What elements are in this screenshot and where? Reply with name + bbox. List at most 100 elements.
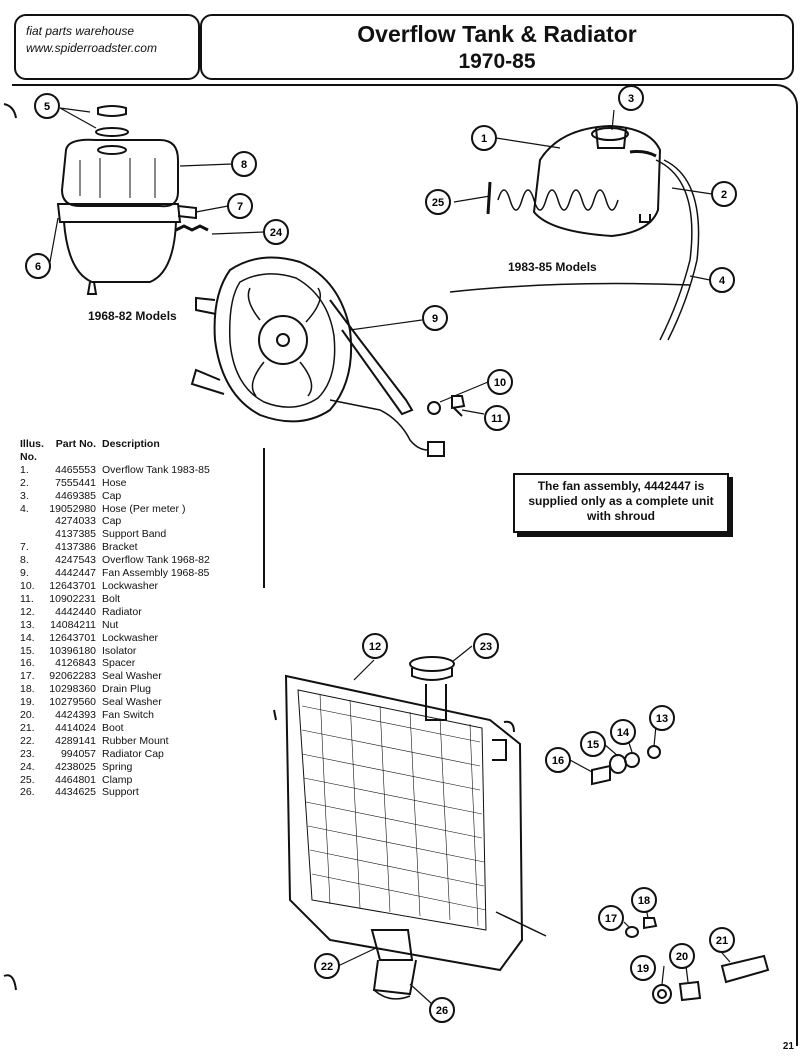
cell-description: Overflow Tank 1968-82: [102, 554, 210, 567]
callout-17: 17: [598, 905, 624, 931]
callout-1: 1: [471, 125, 497, 151]
cell-description: Drain Plug: [102, 683, 152, 696]
cell-part-no: 10298360: [49, 683, 96, 696]
cell-illus-no: [20, 515, 44, 528]
svg-text:3: 3: [628, 93, 634, 105]
callout-22: 22: [314, 953, 340, 979]
cell-illus-no: 12.: [20, 605, 35, 618]
source-name: fiat parts warehouse: [26, 24, 135, 38]
callout-18: 18: [631, 887, 657, 913]
cell-description: Rubber Mount: [102, 734, 169, 747]
cell-part-no: 10279560: [49, 696, 96, 709]
cell-illus-no: [20, 528, 44, 541]
cell-illus-no: 20.: [20, 709, 35, 722]
callout-10: 10: [487, 369, 513, 395]
leader-lines: [49, 107, 731, 1005]
parts-table-header: Illus. No. Part No. Description: [20, 438, 262, 464]
cell-part-no: 10396180: [49, 644, 96, 657]
svg-text:6: 6: [35, 261, 41, 273]
header-description: Description: [102, 438, 160, 450]
cell-description: Overflow Tank 1983-85: [102, 463, 210, 476]
cell-part-no: 4465553: [55, 463, 96, 476]
cell-description: Bracket: [102, 541, 138, 554]
cell-illus-no: 22.: [20, 734, 35, 747]
callout-11: 11: [484, 405, 510, 431]
callout-25: 25: [425, 189, 451, 215]
callout-6: 6: [25, 253, 51, 279]
cell-illus-no: 14.: [20, 631, 35, 644]
cell-description: Nut: [102, 618, 119, 631]
callout-23: 23: [473, 633, 499, 659]
fasteners-10-11: [427, 395, 466, 417]
callout-24: 24: [263, 219, 289, 245]
svg-text:25: 25: [432, 197, 444, 209]
source-box: fiat parts warehouse www.spiderroadster.…: [14, 14, 200, 80]
cell-illus-no: 1.: [20, 463, 29, 476]
small-parts: [591, 745, 770, 1004]
title-box: Overflow Tank & Radiator 1970-85: [200, 14, 794, 80]
note-line-1: The fan assembly, 4442447 is: [537, 479, 705, 493]
callout-26: 26: [429, 997, 455, 1023]
cell-illus-no: 8.: [20, 554, 29, 567]
cell-part-no: 10902231: [49, 592, 96, 605]
svg-text:18: 18: [638, 895, 650, 907]
cell-part-no: 4424393: [55, 709, 96, 722]
callout-12: 12: [362, 633, 388, 659]
svg-text:16: 16: [552, 755, 564, 767]
radiator: [273, 674, 547, 972]
cell-part-no: 4414024: [55, 721, 96, 734]
callouts: 1 2 3 4 5 6 7 8 9 10 11 12 13 14 15 16 1…: [25, 85, 737, 1023]
svg-text:1: 1: [481, 133, 487, 145]
cell-description: Seal Washer: [102, 670, 162, 683]
svg-text:24: 24: [270, 227, 283, 239]
svg-text:7: 7: [237, 201, 243, 213]
cell-description: Boot: [102, 721, 124, 734]
cell-part-no: 4442440: [55, 605, 96, 618]
cell-description: Cap: [102, 489, 122, 502]
cell-description: Fan Switch: [102, 709, 154, 722]
cell-illus-no: 13.: [20, 618, 35, 631]
svg-text:22: 22: [321, 961, 333, 973]
overflow-tank-early: [56, 105, 209, 295]
margin-mark-top: [3, 103, 17, 119]
cell-part-no: 4289141: [55, 734, 96, 747]
page-title: Overflow Tank & Radiator: [357, 21, 637, 47]
cell-illus-no: 11.: [20, 592, 34, 605]
callout-13: 13: [649, 705, 675, 731]
cell-description: Spring: [102, 760, 133, 773]
overflow-tank-late: [449, 124, 700, 341]
cell-part-no: 12643701: [49, 579, 96, 592]
cell-illus-no: 21.: [20, 721, 35, 734]
callout-20: 20: [669, 943, 695, 969]
cell-description: Cap: [102, 515, 122, 528]
cell-illus-no: 15.: [20, 644, 35, 657]
cell-part-no: 4137386: [55, 541, 96, 554]
header-illus-no: Illus. No.: [20, 438, 44, 463]
svg-text:4: 4: [719, 275, 726, 287]
cell-illus-no: 17.: [20, 670, 35, 683]
cell-part-no: 994057: [60, 747, 96, 760]
page-years: 1970-85: [458, 50, 536, 73]
cell-description: Support: [102, 786, 139, 799]
cell-part-no: 4126843: [55, 657, 96, 670]
content-frame: [12, 84, 798, 1046]
margin-mark-bottom: [3, 974, 17, 991]
fan-assembly-note: The fan assembly, 4442447 is supplied on…: [513, 473, 729, 533]
cell-description: Fan Assembly 1968-85: [102, 567, 210, 580]
callout-14: 14: [610, 719, 636, 745]
svg-text:2: 2: [721, 189, 727, 201]
callout-4: 4: [709, 267, 735, 293]
callout-2: 2: [711, 181, 737, 207]
table-row: 1. 4465553 Overflow Tank 1983-85: [20, 464, 262, 477]
header-part-no: Part No.: [55, 438, 96, 450]
cell-description: Hose: [102, 476, 127, 489]
